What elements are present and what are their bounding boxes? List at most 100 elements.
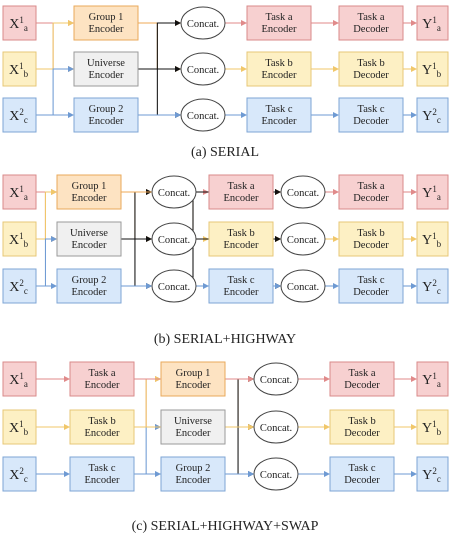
box-label-line: Encoder: [262, 70, 297, 81]
box-label-line: Task c: [228, 275, 255, 286]
io-box-shape: [2, 221, 37, 257]
io-base: X: [9, 280, 19, 295]
io-sup: 1: [432, 15, 437, 25]
box-label-line: Encoder: [176, 475, 211, 486]
box-label-line: Encoder: [176, 380, 211, 391]
io-sup: 1: [19, 371, 24, 381]
box-shape: [208, 174, 274, 210]
io-base: Y: [422, 17, 432, 32]
box-label-line: Task c: [358, 275, 385, 286]
io-box-shape: [416, 409, 449, 445]
caption-serial: (a) SERIAL: [191, 145, 259, 160]
io-sub: a: [24, 23, 28, 33]
connector-tea-to-ue: [134, 378, 162, 431]
connector-ue-to-c3: [121, 238, 153, 290]
io-sup: 2: [19, 107, 24, 117]
io-sub: a: [437, 23, 441, 33]
box-shape: [246, 51, 312, 87]
io-box-shape: [416, 456, 449, 492]
box-label-line: Encoder: [85, 428, 120, 439]
connector-layer: [36, 19, 418, 119]
io-label: Y1a: [422, 371, 441, 389]
connector-ue-to-c1: [121, 188, 153, 240]
node-y1a: Y1a: [416, 174, 449, 210]
io-label: Y1a: [422, 15, 441, 33]
io-box-shape: [2, 409, 37, 445]
node-c2: Concat.: [151, 222, 197, 256]
node-c2: Concat.: [253, 410, 299, 444]
node-c1: Concat.: [151, 175, 197, 209]
node-x1a: X1a: [2, 361, 37, 397]
box-label-line: Universe: [174, 416, 212, 427]
io-sub: a: [437, 379, 441, 389]
io-label: X1a: [9, 15, 28, 33]
box-shape: [69, 361, 135, 397]
io-sup: 2: [432, 466, 437, 476]
box-shape: [338, 97, 404, 133]
io-base: X: [9, 63, 19, 78]
io-box-shape: [2, 268, 37, 304]
node-y1a: Y1a: [416, 361, 449, 397]
node-x1a: X1a: [2, 5, 37, 41]
node-c3: Concat.: [180, 98, 226, 132]
io-sup: 1: [432, 371, 437, 381]
node-c2: Concat.: [180, 52, 226, 86]
concat-ellipse: [280, 175, 326, 209]
box-shape: [329, 409, 395, 445]
io-base: X: [9, 109, 19, 124]
io-label: X1b: [9, 231, 29, 249]
box-shape: [338, 268, 404, 304]
node-y1b: Y1b: [416, 51, 449, 87]
io-sup: 1: [19, 15, 24, 25]
io-base: Y: [422, 233, 432, 248]
io-label: Y1b: [422, 419, 442, 437]
concat-label: Concat.: [187, 111, 219, 122]
io-label: X1b: [9, 61, 29, 79]
concat-label: Concat.: [287, 282, 319, 293]
box-label-line: Task b: [265, 58, 293, 69]
node-x2c: X2c: [2, 268, 37, 304]
concat-ellipse: [280, 222, 326, 256]
io-sub: b: [437, 69, 442, 79]
io-sup: 1: [19, 231, 24, 241]
io-sup: 2: [432, 107, 437, 117]
box-shape: [338, 5, 404, 41]
box-label-line: Task b: [357, 228, 385, 239]
io-sup: 2: [19, 466, 24, 476]
io-sub: b: [437, 427, 442, 437]
io-label: X2c: [9, 466, 28, 484]
io-sub: b: [24, 239, 29, 249]
connector-g1-to-c2: [138, 22, 182, 73]
box-label-line: Encoder: [224, 193, 259, 204]
box-label-line: Task c: [266, 104, 293, 115]
box-shape: [329, 456, 395, 492]
io-sup: 1: [432, 419, 437, 429]
node-y1a: Y1a: [416, 5, 449, 41]
concat-label: Concat.: [158, 235, 190, 246]
box-label-line: Task c: [89, 463, 116, 474]
io-label: Y1b: [422, 231, 442, 249]
box-label-line: Task c: [358, 104, 385, 115]
connector-x1a-to-ue: [36, 22, 75, 73]
node-y1b: Y1b: [416, 221, 449, 257]
io-label: X1b: [9, 419, 29, 437]
io-sup: 2: [432, 278, 437, 288]
box-shape: [56, 268, 122, 304]
box-shape: [338, 51, 404, 87]
box-label-line: Decoder: [344, 428, 380, 439]
io-sub: c: [437, 474, 441, 484]
io-sub: b: [437, 239, 442, 249]
node-c5: Concat.: [280, 222, 326, 256]
concat-label: Concat.: [260, 423, 292, 434]
concat-ellipse: [253, 410, 299, 444]
box-label-line: Universe: [70, 228, 108, 239]
box-label-line: Group 2: [72, 275, 107, 286]
box-label-line: Encoder: [262, 24, 297, 35]
